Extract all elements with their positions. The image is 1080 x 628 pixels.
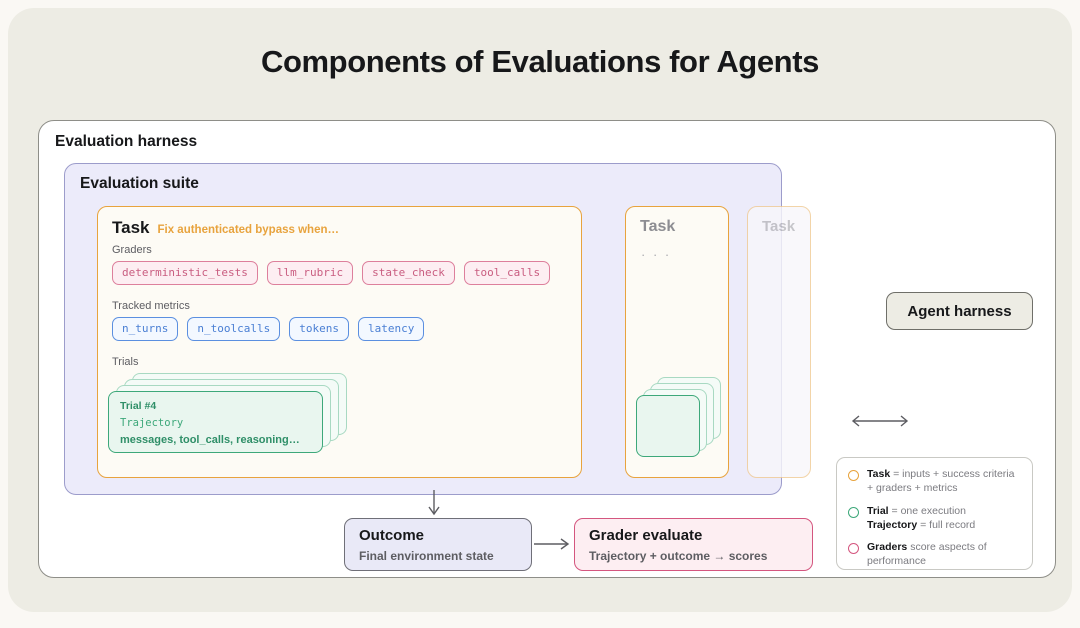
task-title: Task — [762, 218, 796, 235]
trials-section-label: Trials — [112, 356, 139, 368]
trial-number: Trial #4 — [120, 400, 157, 412]
task-ellipsis: · · · — [641, 247, 672, 262]
trial-card-front[interactable] — [636, 395, 700, 457]
trajectory-label: Trajectory — [120, 417, 184, 429]
task-header: Task Fix authenticated bypass when… — [112, 218, 339, 238]
metrics-section-label: Tracked metrics — [112, 300, 190, 312]
legend-text: = one execution — [888, 504, 966, 517]
task-title: Task — [640, 218, 676, 235]
page-title: Components of Evaluations for Agents — [261, 44, 819, 79]
grader-evaluate-title: Grader evaluate — [589, 527, 703, 544]
evaluation-harness-label: Evaluation harness — [55, 133, 198, 150]
evaluation-suite-label: Evaluation suite — [80, 175, 199, 192]
legend-item-task: Task = inputs + success criteria + grade… — [848, 468, 1021, 496]
down-arrow-icon — [428, 490, 440, 516]
legend-item-graders: Graders score aspects of performance — [848, 541, 1021, 569]
grader-evaluate-subtitle: Trajectory + outcome → scores — [589, 549, 768, 563]
page-panel: Components of Evaluations for Agents Eva… — [8, 8, 1072, 612]
trial-stack[interactable]: Trial #4 Trajectory messages, tool_calls… — [108, 373, 358, 463]
metrics-chip-row: n_turns n_toolcalls tokens latency — [112, 317, 425, 341]
outcome-box[interactable]: Outcome Final environment state — [344, 518, 532, 571]
legend-term: Trial — [867, 504, 889, 517]
task-header: Task — [762, 218, 795, 235]
task-title: Task — [112, 218, 150, 237]
metric-chip[interactable]: latency — [357, 317, 425, 341]
metric-chip[interactable]: tokens — [289, 317, 349, 341]
legend-term: Task — [867, 468, 891, 480]
trial-card-front[interactable]: Trial #4 Trajectory messages, tool_calls… — [108, 391, 323, 453]
task-card-tertiary[interactable]: Task — [747, 206, 811, 478]
graders-section-label: Graders — [112, 244, 152, 256]
right-arrow-icon — [534, 538, 570, 550]
metric-chip[interactable]: n_turns — [112, 317, 179, 341]
metric-chip[interactable]: n_toolcalls — [187, 317, 281, 341]
task-card-primary[interactable]: Task Fix authenticated bypass when… Grad… — [97, 206, 582, 478]
legend-text: = inputs + success criteria + graders + … — [867, 468, 1015, 494]
evaluation-harness-card: Evaluation harness Evaluation suite Task… — [38, 120, 1056, 578]
grader-evaluate-box[interactable]: Grader evaluate Trajectory + outcome → s… — [574, 518, 813, 571]
legend-term-2: Trajectory — [867, 518, 918, 531]
circle-marker-icon — [848, 506, 859, 518]
grader-chip[interactable]: state_check — [362, 261, 455, 285]
legend-text: score aspects of performance — [867, 541, 987, 568]
task-card-secondary[interactable]: Task · · · — [625, 206, 729, 478]
legend-term: Graders — [867, 541, 908, 554]
circle-marker-icon — [848, 470, 859, 481]
bidirectional-arrow-icon — [851, 415, 909, 427]
outcome-subtitle: Final environment state — [359, 549, 494, 563]
agent-harness-box[interactable]: Agent harness — [886, 292, 1033, 330]
evaluation-suite-panel: Evaluation suite Task Fix authenticated … — [64, 163, 811, 495]
grader-chip[interactable]: tool_calls — [463, 261, 551, 285]
legend-panel: Task = inputs + success criteria + grade… — [836, 457, 1033, 570]
outcome-title: Outcome — [359, 527, 425, 544]
grader-chip[interactable]: llm_rubric — [266, 261, 354, 285]
task-subtitle: Fix authenticated bypass when… — [157, 224, 339, 236]
graders-chip-row: deterministic_tests llm_rubric state_che… — [112, 261, 551, 285]
circle-marker-icon — [848, 543, 859, 555]
legend-text-2: = full record — [917, 518, 976, 531]
task-header: Task — [640, 218, 675, 236]
trial-stack[interactable] — [636, 377, 728, 469]
trajectory-items: messages, tool_calls, reasoning… — [120, 434, 300, 446]
grader-chip[interactable]: deterministic_tests — [112, 261, 258, 285]
